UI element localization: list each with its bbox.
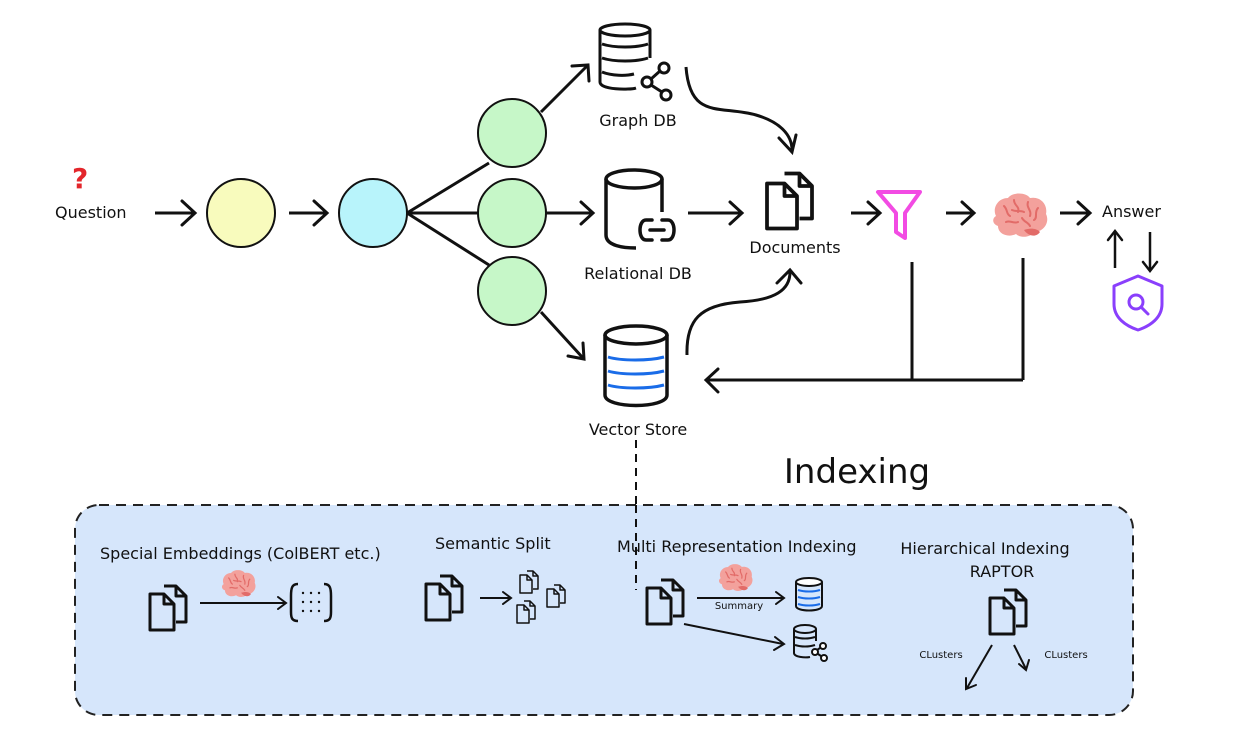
router-branches <box>406 161 490 267</box>
query-translation-node <box>206 178 276 248</box>
multi-representation-title: Multi Representation Indexing <box>617 537 857 556</box>
shield-search-icon <box>1112 274 1164 332</box>
answer-label: Answer <box>1102 202 1161 221</box>
arrow-graph-db-to-documents <box>684 66 798 156</box>
raptor-subtitle: RAPTOR <box>969 562 1035 581</box>
construction-node-vector <box>477 256 547 326</box>
construction-node-graph <box>477 98 547 168</box>
arrow-relational-to-documents <box>688 200 745 226</box>
question-mark-icon: ? <box>72 162 89 195</box>
indexing-title: Indexing <box>783 452 931 492</box>
routing-node <box>338 178 408 248</box>
indexing-panel <box>74 504 1134 716</box>
arrow-question-to-query <box>155 199 198 227</box>
embedding-matrix-icon <box>289 582 333 623</box>
construction-node-relational <box>477 178 547 248</box>
documents-icon <box>765 171 814 231</box>
arrow-answer-to-guard <box>1141 232 1159 274</box>
arrow-documents-to-filter <box>851 200 883 226</box>
hierarchical-indexing-title: Hierarchical Indexing <box>900 539 1070 558</box>
arrow-llm-to-answer <box>1060 200 1093 226</box>
llm-brain-icon <box>992 192 1049 238</box>
summary-label: Summary <box>714 601 764 612</box>
arrow-multi-rep-graph <box>683 623 786 651</box>
clusters-left-label: CLusters <box>919 650 963 661</box>
graph-db-icon <box>598 22 673 102</box>
arrow-embed <box>200 596 288 610</box>
arrow-filter-to-llm <box>946 200 977 226</box>
arrow-raptor-left <box>965 644 993 691</box>
arrow-to-graph-db <box>539 63 591 114</box>
multi-rep-graph-db-icon <box>793 624 828 662</box>
special-embeddings-brain-icon <box>221 569 257 598</box>
clusters-right-label: CLusters <box>1044 650 1088 661</box>
arrow-to-relational-db <box>546 200 596 226</box>
semantic-split-title: Semantic Split <box>435 534 551 553</box>
arrow-summary <box>697 591 786 605</box>
question-label: Question <box>55 203 127 222</box>
relational-db-label: Relational DB <box>584 264 692 283</box>
arrow-split <box>480 591 513 605</box>
arrow-query-to-router <box>289 199 330 227</box>
graph-db-label: Graph DB <box>599 111 677 130</box>
special-embeddings-title: Special Embeddings (ColBERT etc.) <box>100 544 381 563</box>
multi-rep-brain-icon <box>718 563 754 592</box>
arrow-raptor-right <box>1013 644 1030 672</box>
arrow-guard-to-answer <box>1106 228 1124 268</box>
vector-store-label: Vector Store <box>588 420 688 439</box>
relational-db-icon <box>604 168 676 250</box>
vector-store-icon <box>603 324 669 408</box>
documents-label: Documents <box>749 238 841 257</box>
filter-icon <box>876 190 922 240</box>
arrow-to-vector-store <box>539 310 586 361</box>
feedback-loop-to-vector-store <box>703 258 1025 394</box>
arrow-vector-store-to-documents <box>685 267 803 356</box>
multi-rep-vector-store-icon <box>795 577 823 612</box>
